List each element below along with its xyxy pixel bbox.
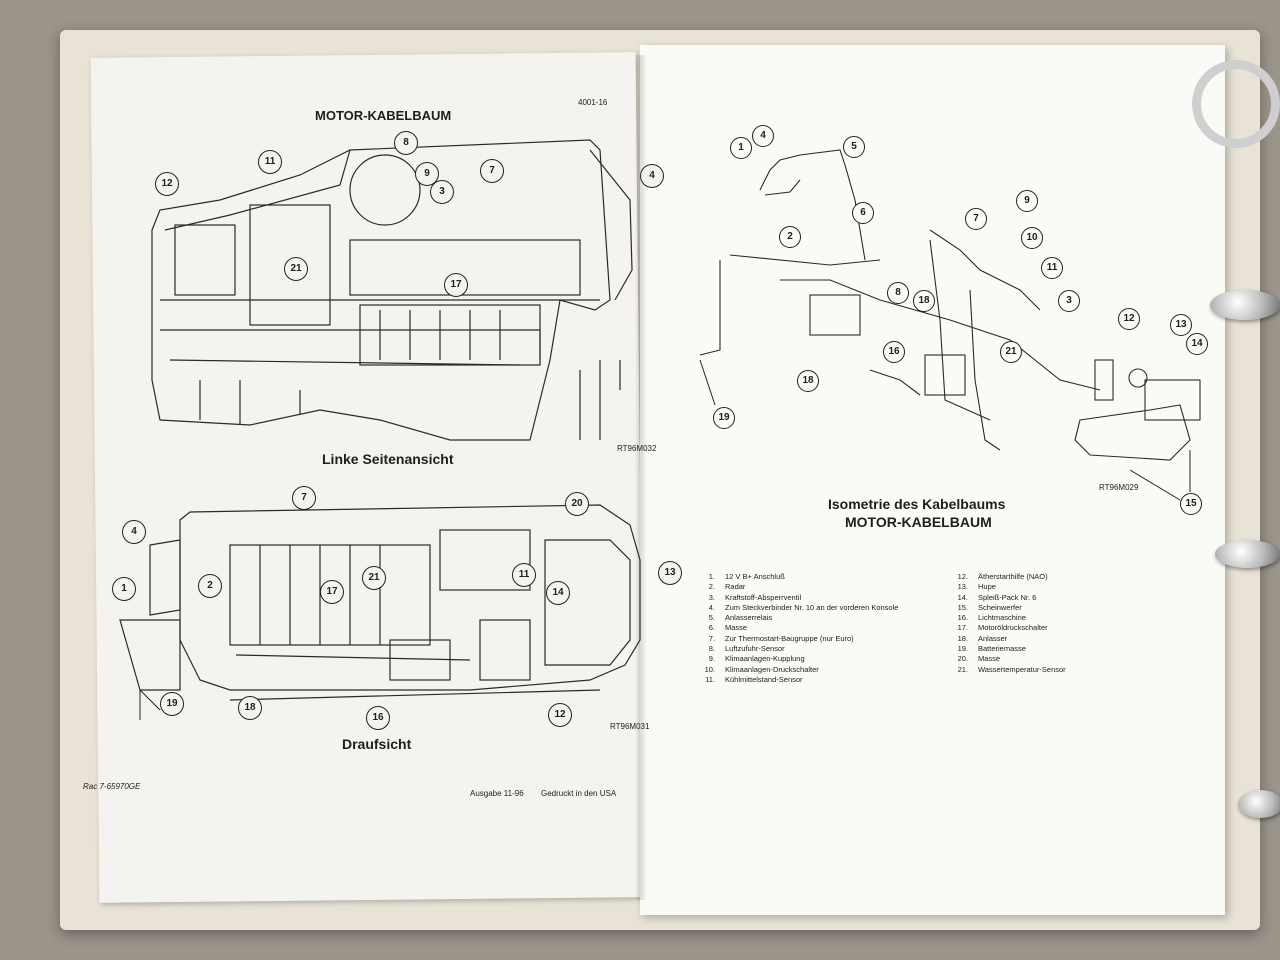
legend-right: 12.Ätherstarthilfe (NAO) 13.Hupe 14.Sple… [946,572,1066,675]
legend-row: 1.12 V B+ Anschluß [708,572,785,581]
callout-18-iso: 18 [797,370,819,392]
callout-21: 21 [1000,341,1022,363]
callout-13: 13 [1170,314,1192,336]
callout-1: 1 [730,137,752,159]
legend-row: 15.Scheinwerfer [957,602,1022,612]
callout-7: 7 [480,159,504,183]
footer-doc-number: Rac 7-65970GE [83,782,141,791]
callout-3: 3 [430,180,454,204]
right-page [640,45,1225,915]
callout-7: 7 [292,486,316,510]
iso-ref: RT96M029 [1099,483,1139,492]
legend-row: 13.Hupe [957,582,996,592]
callout-10: 10 [1021,227,1043,249]
callout-1: 1 [112,577,136,601]
side-view-drawing [151,139,633,441]
legend-row: 2.Radar [708,582,746,592]
legend-row: 17.Motoröldruckschalter [957,623,1048,633]
legend-row: 7.Zur Thermostart-Baugruppe (nur Euro) [708,633,854,643]
page-number: 4001-16 [578,98,608,107]
callout-4: 4 [122,520,146,544]
binder-ring-3 [1215,540,1280,568]
callout-21: 21 [284,257,308,281]
legend-row: 11.Kühlmittelstand-Sensor [705,674,803,684]
callout-17: 17 [444,273,468,297]
callout-16: 16 [366,706,390,730]
isometric-drawing [699,149,1201,461]
top-view-drawing [119,504,641,701]
iso-heading-2: MOTOR-KABELBAUM [845,514,992,530]
callout-13: 13 [658,561,682,585]
legend-left: 1.12 V B+ Anschluß 2.Radar 3.Kraftstoff-… [693,572,899,685]
leader-arrows [139,359,1191,720]
iso-heading: Isometrie des Kabelbaums [828,496,1006,512]
top-view-caption: Draufsicht [342,736,412,752]
binder-ring-2 [1210,290,1280,320]
page-fold [635,55,647,900]
legend-row: 10.Klimaanlagen-Druckschalter [704,664,819,674]
legend-row: 12.Ätherstarthilfe (NAO) [957,572,1048,581]
callout-21: 21 [362,566,386,590]
callout-8: 8 [394,131,418,155]
callout-17: 17 [320,580,344,604]
callout-14: 14 [546,581,570,605]
legend-row: 5.Anlasserrelais [708,613,773,623]
side-view-caption: Linke Seitenansicht [322,451,454,467]
callout-2: 2 [779,226,801,248]
binder-ring-4 [1238,790,1280,818]
binder-ring-top [1192,60,1280,148]
callout-4: 4 [640,164,664,188]
callout-12: 12 [548,703,572,727]
callout-19: 19 [713,407,735,429]
callout-8: 8 [887,282,909,304]
footer-edition: Ausgabe 11-96 [470,789,524,798]
legend-row: 4.Zum Steckverbinder Nr. 10 an der vorde… [708,602,899,612]
callout-3: 3 [1058,290,1080,312]
callout-18: 18 [238,696,262,720]
footer-printed: Gedruckt in den USA [541,789,617,798]
callout-19: 19 [160,692,184,716]
callout-11: 11 [1041,257,1063,279]
callout-7: 7 [965,208,987,230]
callout-9: 9 [1016,190,1038,212]
callout-15: 15 [1180,493,1202,515]
callout-14: 14 [1186,333,1208,355]
page-title: MOTOR-KABELBAUM [315,108,452,123]
legend-row: 8.Luftzufuhr-Sensor [708,644,785,654]
callout-12: 12 [155,172,179,196]
legend-row: 21.Wassertemperatur-Sensor [957,664,1066,674]
side-view-ref: RT96M032 [617,444,657,453]
legend-row: 20.Masse [957,654,1001,664]
callout-18: 18 [913,290,935,312]
callout-20: 20 [565,492,589,516]
legend-row: 19.Batteriemasse [957,644,1026,654]
callout-4: 4 [752,125,774,147]
legend-row: 9.Klimaanlagen-Kupplung [708,654,805,664]
callout-11: 11 [258,150,282,174]
callout-11: 11 [512,563,536,587]
callout-2: 2 [198,574,222,598]
callout-12: 12 [1118,308,1140,330]
top-view-ref: RT96M031 [610,722,650,731]
callout-6: 6 [852,202,874,224]
callout-16: 16 [883,341,905,363]
legend-row: 3.Kraftstoff-Absperrventil [708,592,802,602]
legend-row: 16.Lichtmaschine [957,613,1026,623]
legend-row: 14.Spleiß-Pack Nr. 6 [957,592,1037,602]
legend-row: 6.Masse [708,623,748,633]
callout-5: 5 [843,136,865,158]
legend-row: 18.Anlasser [957,633,1008,643]
